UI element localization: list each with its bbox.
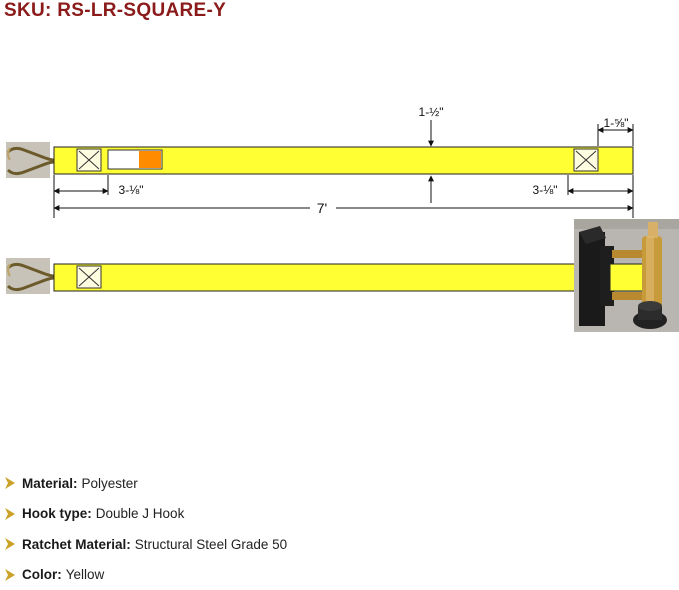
dim-left-offset-label: 3-⅛" bbox=[119, 183, 144, 197]
spec-value: Double J Hook bbox=[96, 506, 185, 521]
dim-width-label: 1-½" bbox=[419, 105, 444, 119]
bottom-strap-assembly bbox=[6, 219, 679, 332]
dim-end-width: 1-⅝" bbox=[598, 116, 633, 146]
spec-list: Material: Polyester Hook type: Double J … bbox=[4, 468, 674, 590]
spec-row-ratchet-material: Ratchet Material: Structural Steel Grade… bbox=[4, 529, 674, 560]
chevron-right-icon bbox=[4, 476, 16, 490]
top-hook-icon bbox=[6, 142, 54, 178]
top-label-tag bbox=[108, 150, 162, 169]
spec-value: Yellow bbox=[66, 567, 105, 582]
spec-value: Polyester bbox=[82, 476, 138, 491]
chevron-right-icon bbox=[4, 507, 16, 521]
spec-value: Structural Steel Grade 50 bbox=[135, 537, 287, 552]
ratchet-icon bbox=[574, 219, 679, 332]
chevron-right-icon bbox=[4, 568, 16, 582]
chevron-right-icon bbox=[4, 537, 16, 551]
strap-diagram: 1-½" 1-⅝" 3-⅛" 3-⅛" 7' bbox=[0, 0, 679, 460]
spec-label: Ratchet Material: bbox=[22, 537, 131, 552]
dim-right-offset-label: 3-⅛" bbox=[533, 183, 558, 197]
dim-length: 7' bbox=[54, 200, 633, 216]
bottom-stitch-box bbox=[77, 266, 101, 288]
bottom-strap bbox=[54, 264, 584, 291]
dim-end-width-label: 1-⅝" bbox=[604, 116, 629, 130]
spec-row-material: Material: Polyester bbox=[4, 468, 674, 499]
top-right-stitch-box bbox=[574, 149, 598, 171]
spec-row-color: Color: Yellow bbox=[4, 560, 674, 590]
bottom-hook-icon bbox=[6, 258, 54, 294]
spec-label: Hook type: bbox=[22, 506, 92, 521]
dim-right-offset: 3-⅛" bbox=[533, 175, 633, 218]
spec-label: Material: bbox=[22, 476, 78, 491]
dim-left-offset: 3-⅛" bbox=[54, 175, 143, 218]
spec-label: Color: bbox=[22, 567, 62, 582]
dim-length-label: 7' bbox=[317, 200, 327, 216]
top-left-stitch-box bbox=[77, 149, 101, 171]
spec-row-hook-type: Hook type: Double J Hook bbox=[4, 499, 674, 530]
top-strap-assembly: 1-½" 1-⅝" 3-⅛" 3-⅛" 7' bbox=[6, 105, 633, 218]
